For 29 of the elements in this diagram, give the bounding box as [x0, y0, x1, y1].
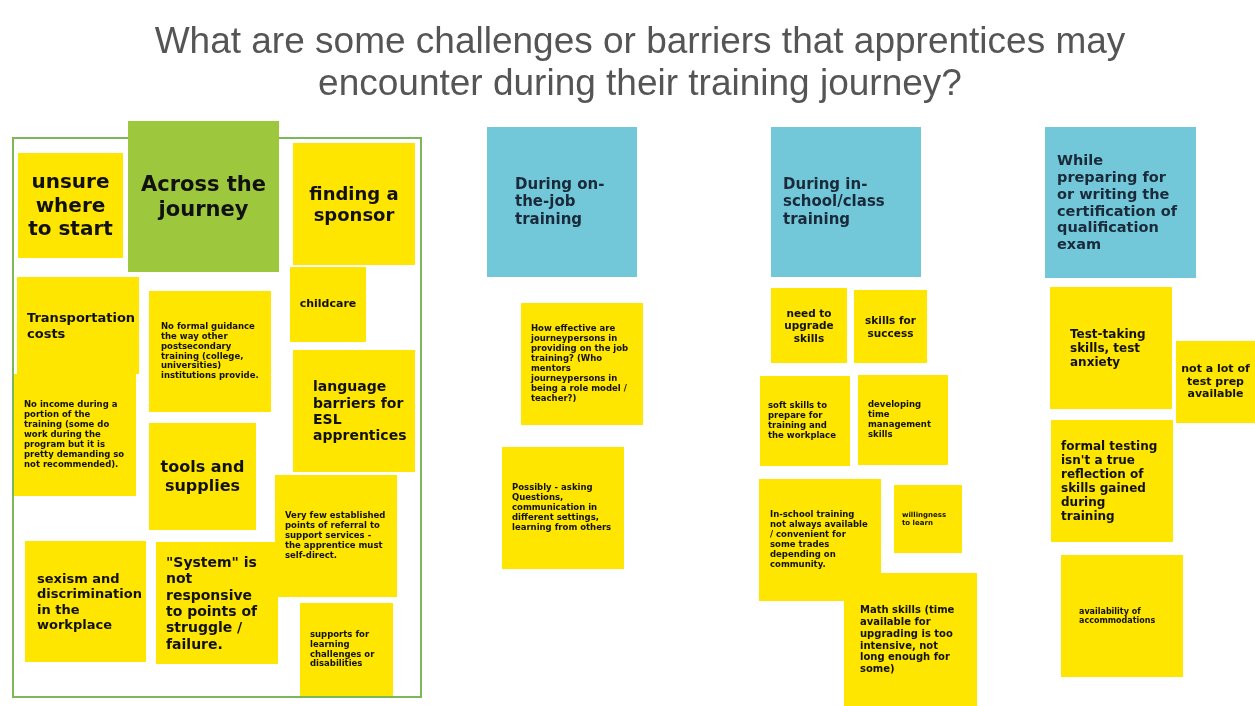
- header-note: During on-the-job training: [487, 127, 637, 277]
- sticky-note: "System" is not responsive to points of struggle / failure.: [156, 542, 278, 664]
- sticky-note: Test-taking skills, test anxiety: [1050, 287, 1172, 409]
- sticky-note: No formal guidance the way other postsecondary training (college, universities) institutions provide.: [149, 291, 271, 412]
- sticky-note: sexism and discrimination in the workplace: [25, 541, 146, 662]
- slide-title: What are some challenges or barriers that apprentices may encounter during their training journey?: [153, 20, 1127, 104]
- header-note: While preparing for or writing the certification of qualification exam: [1045, 127, 1196, 278]
- sticky-note: language barriers for ESL apprentices: [293, 350, 415, 472]
- sticky-note: formal testing isn't a true reflection of skills gained during training: [1051, 420, 1173, 542]
- sticky-note: skills for success: [854, 290, 927, 363]
- header-note: During in-school/class training: [771, 127, 921, 277]
- sticky-note: unsure where to start: [18, 153, 123, 258]
- sticky-note: Math skills (time available for upgrading is too intensive, not long enough for some): [844, 573, 977, 706]
- sticky-note: No income during a portion of the training (some do work during the program but it is pretty demanding so not recommended).: [14, 374, 136, 496]
- sticky-note: need to upgrade skills: [771, 288, 847, 363]
- sticky-note: Possibly - asking Questions, communication in different settings, learning from others: [502, 447, 624, 569]
- sticky-note: availability of accommodations: [1061, 555, 1183, 677]
- sticky-note: developing time management skills: [858, 375, 948, 465]
- sticky-note: Very few established points of referral to support services - the apprentice must self-direct.: [275, 475, 397, 597]
- sticky-note: Transportation costs: [17, 277, 139, 374]
- sticky-note: How effective are journeypersons in providing on the job training? (Who mentors journeypersons in being a role model / teacher?): [521, 303, 643, 425]
- sticky-note: childcare: [290, 267, 366, 342]
- sticky-note: not a lot of test prep available: [1176, 341, 1255, 423]
- header-note: Across the journey: [128, 121, 279, 272]
- sticky-note: supports for learning challenges or disabilities: [300, 603, 393, 696]
- sticky-note: soft skills to prepare for training and the workplace: [760, 376, 850, 466]
- sticky-note: finding a sponsor: [293, 143, 415, 265]
- sticky-note: In-school training not always available / convenient for some trades depending on community.: [759, 479, 881, 601]
- sticky-note: tools and supplies: [149, 423, 256, 530]
